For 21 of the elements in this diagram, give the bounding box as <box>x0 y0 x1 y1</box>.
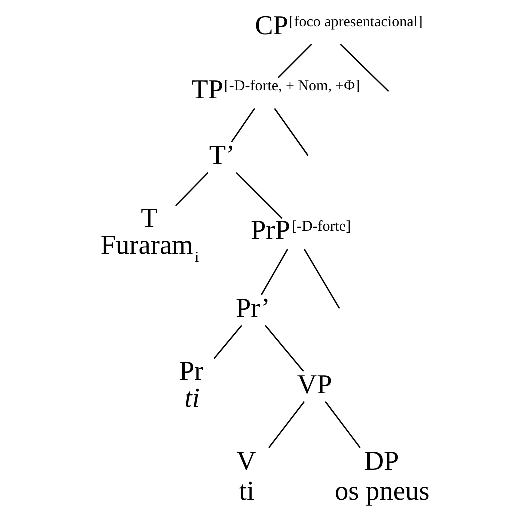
connector <box>303 248 340 310</box>
connector <box>174 172 208 206</box>
connector <box>268 401 305 448</box>
node-text: T Furaram$_{i}$ <box>100 202 199 266</box>
connector <box>324 401 360 448</box>
connector <box>213 325 242 360</box>
node-text: PrP$^{[-D-forte]}$ <box>250 215 351 246</box>
node-text: CP$^{[foco apresentacional]}$ <box>254 10 422 40</box>
node-text: DP os pneus <box>334 446 430 506</box>
connector <box>277 44 312 78</box>
connector <box>264 325 304 372</box>
connector <box>230 108 255 143</box>
connector <box>236 172 282 220</box>
connector <box>274 108 308 156</box>
connector <box>340 44 389 92</box>
node-text: V ti <box>236 446 256 506</box>
node-text: VP <box>296 369 332 400</box>
connector <box>260 248 288 296</box>
node-text: T’ <box>208 140 235 170</box>
node-text: Pr ti <box>178 356 204 414</box>
node-text: Pr’ <box>235 292 270 323</box>
